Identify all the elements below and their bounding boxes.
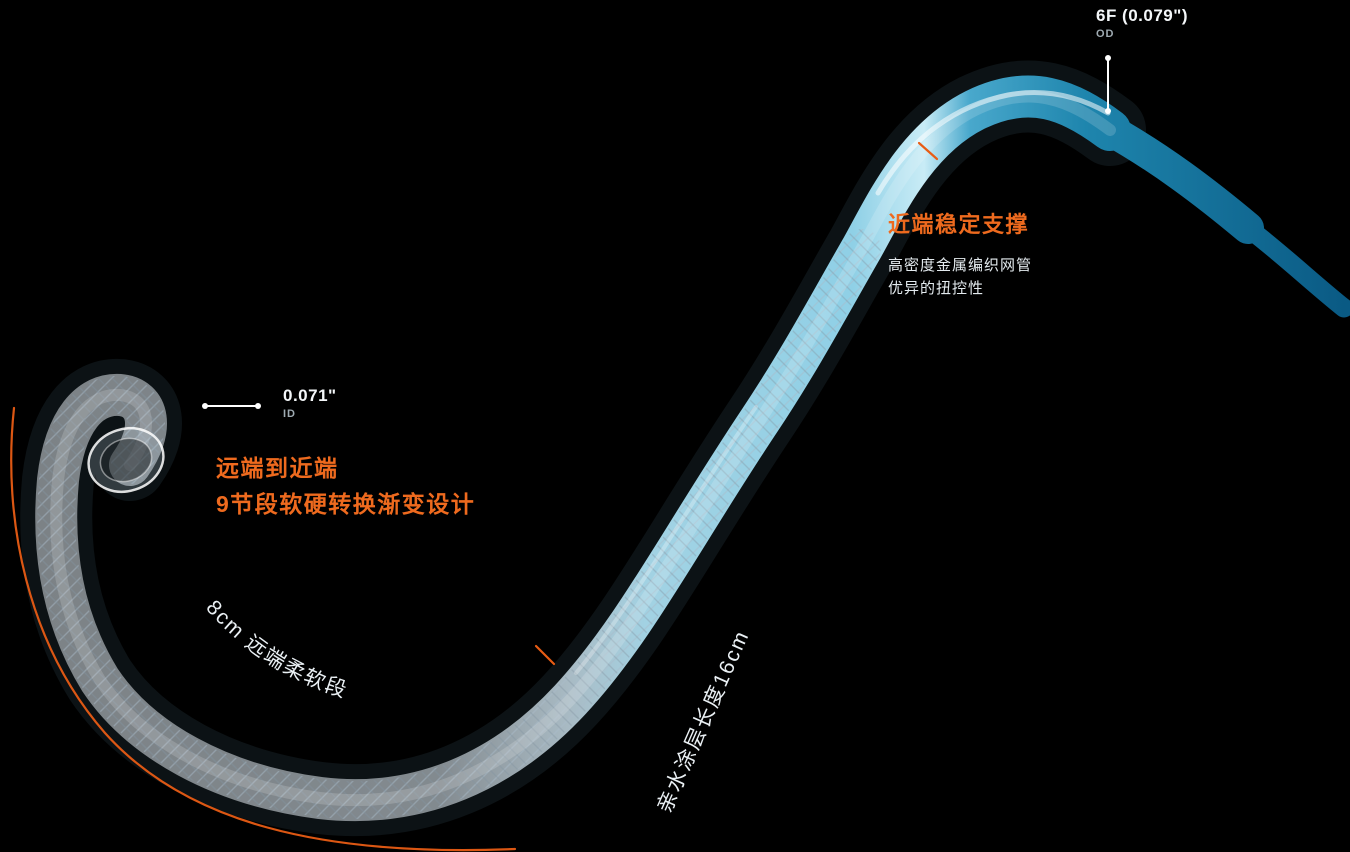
tube-highlight-top bbox=[875, 89, 1111, 196]
tube-sheen bbox=[50, 90, 1116, 807]
catheter-tail bbox=[1094, 114, 1264, 244]
od-connector-line bbox=[1105, 55, 1111, 114]
tip-opening bbox=[87, 427, 165, 493]
coating-length-label: 亲水涂层长度16cm bbox=[653, 627, 754, 817]
tube-highlight-mid bbox=[574, 405, 758, 675]
soft-segment-label: 8cm 远端柔软段 bbox=[201, 596, 351, 703]
soft-segment-dimension-arc bbox=[10, 406, 517, 852]
id-connector-line bbox=[202, 403, 261, 409]
braid-transition-tick bbox=[917, 141, 939, 161]
braid-mesh-texture bbox=[37, 229, 881, 820]
coating-transition-tick bbox=[534, 644, 556, 666]
catheter-tail-end bbox=[1238, 218, 1350, 318]
